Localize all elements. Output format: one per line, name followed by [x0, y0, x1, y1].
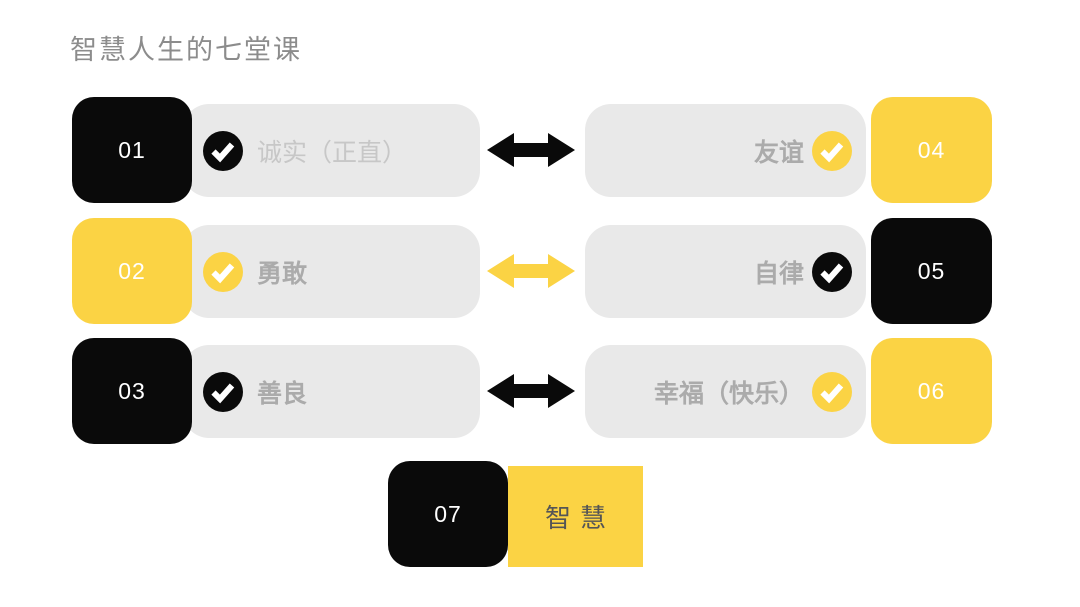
- lesson-label: 友谊: [753, 138, 804, 167]
- lesson-label: 善良: [257, 379, 308, 408]
- number-badge: 02: [72, 218, 192, 324]
- number-badge: 07: [388, 461, 508, 567]
- lesson-row-2: 勇敢 02 自律 05: [0, 218, 1080, 324]
- double-arrow-icon: [487, 133, 575, 167]
- number-badge: 04: [871, 97, 992, 203]
- number-badge: 05: [871, 218, 992, 324]
- check-icon: [812, 131, 852, 171]
- lesson-label: 诚实（正直）: [257, 138, 408, 167]
- lesson-pill-right: 友谊: [585, 104, 866, 197]
- lesson-row-1: 诚实（正直） 01 友谊 04: [0, 97, 1080, 203]
- lesson-label: 勇敢: [257, 259, 308, 288]
- lesson-label: 自律: [753, 259, 804, 288]
- lesson-pill-left: 善良: [183, 345, 480, 438]
- check-icon: [812, 252, 852, 292]
- lesson-pill-right: 幸福（快乐）: [585, 345, 866, 438]
- check-icon: [812, 372, 852, 412]
- lesson-pill-left: 勇敢: [183, 225, 480, 318]
- check-icon: [203, 131, 243, 171]
- double-arrow-icon: [487, 374, 575, 408]
- lesson-label: 幸福（快乐）: [653, 379, 804, 408]
- number-badge: 01: [72, 97, 192, 203]
- lesson-row-3: 善良 03 幸福（快乐） 06: [0, 338, 1080, 444]
- double-arrow-icon: [487, 254, 575, 288]
- check-icon: [203, 372, 243, 412]
- wisdom-tile: 智慧: [508, 466, 643, 567]
- wisdom-label: 智慧: [544, 503, 615, 533]
- lesson-pill-left: 诚实（正直）: [183, 104, 480, 197]
- page-title: 智慧人生的七堂课: [70, 35, 302, 65]
- lesson-pill-right: 自律: [585, 225, 866, 318]
- number-badge: 06: [871, 338, 992, 444]
- check-icon: [203, 252, 243, 292]
- number-badge: 03: [72, 338, 192, 444]
